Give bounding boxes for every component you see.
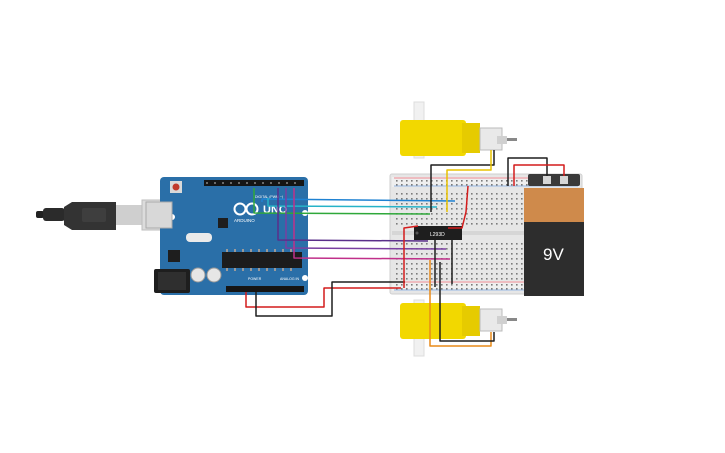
l293d-driver-chip[interactable]: L293D <box>414 226 462 240</box>
wire-magenta[interactable] <box>293 188 451 260</box>
wire-black-motor-top[interactable] <box>430 150 495 212</box>
wire-black-gnd[interactable] <box>255 281 405 317</box>
wire-black-battery[interactable] <box>507 157 548 186</box>
wire-orange-motor-bottom[interactable] <box>429 260 492 347</box>
wire-red-5v[interactable] <box>245 287 401 308</box>
analog-header-label: ANALOG IN <box>280 277 300 281</box>
driver-chip-label: L293D <box>430 232 445 238</box>
wire-red-breadboard-2[interactable] <box>448 185 469 229</box>
arduino-brand-label: ARDUINO <box>234 218 255 223</box>
power-header-label: POWER <box>248 277 262 281</box>
battery-label: 9V <box>543 245 564 264</box>
wire-red-battery[interactable] <box>513 164 565 186</box>
wire-dark-purple[interactable] <box>277 188 429 242</box>
arduino-logo <box>233 202 259 216</box>
wire-yellow-motor-top[interactable] <box>446 150 492 212</box>
arduino-uno-board[interactable]: UNO ARDUINO DIGITAL (PWM ~) POWER ANALOG… <box>145 177 308 295</box>
wire-green[interactable] <box>253 188 431 215</box>
digital-header-label: DIGITAL (PWM ~) <box>255 195 283 199</box>
dc-gear-motor-bottom[interactable] <box>400 299 517 357</box>
wire-black-motor-bottom[interactable] <box>439 262 495 342</box>
dc-gear-motor-top[interactable] <box>400 101 517 159</box>
wire-cyan[interactable] <box>267 198 438 208</box>
wires[interactable] <box>245 150 565 347</box>
wire-purple[interactable] <box>285 188 447 250</box>
battery-9v[interactable]: 9V <box>524 174 584 296</box>
wire-red-breadboard[interactable] <box>403 225 419 288</box>
reset-button[interactable] <box>172 183 180 191</box>
wire-blue[interactable] <box>261 198 456 202</box>
